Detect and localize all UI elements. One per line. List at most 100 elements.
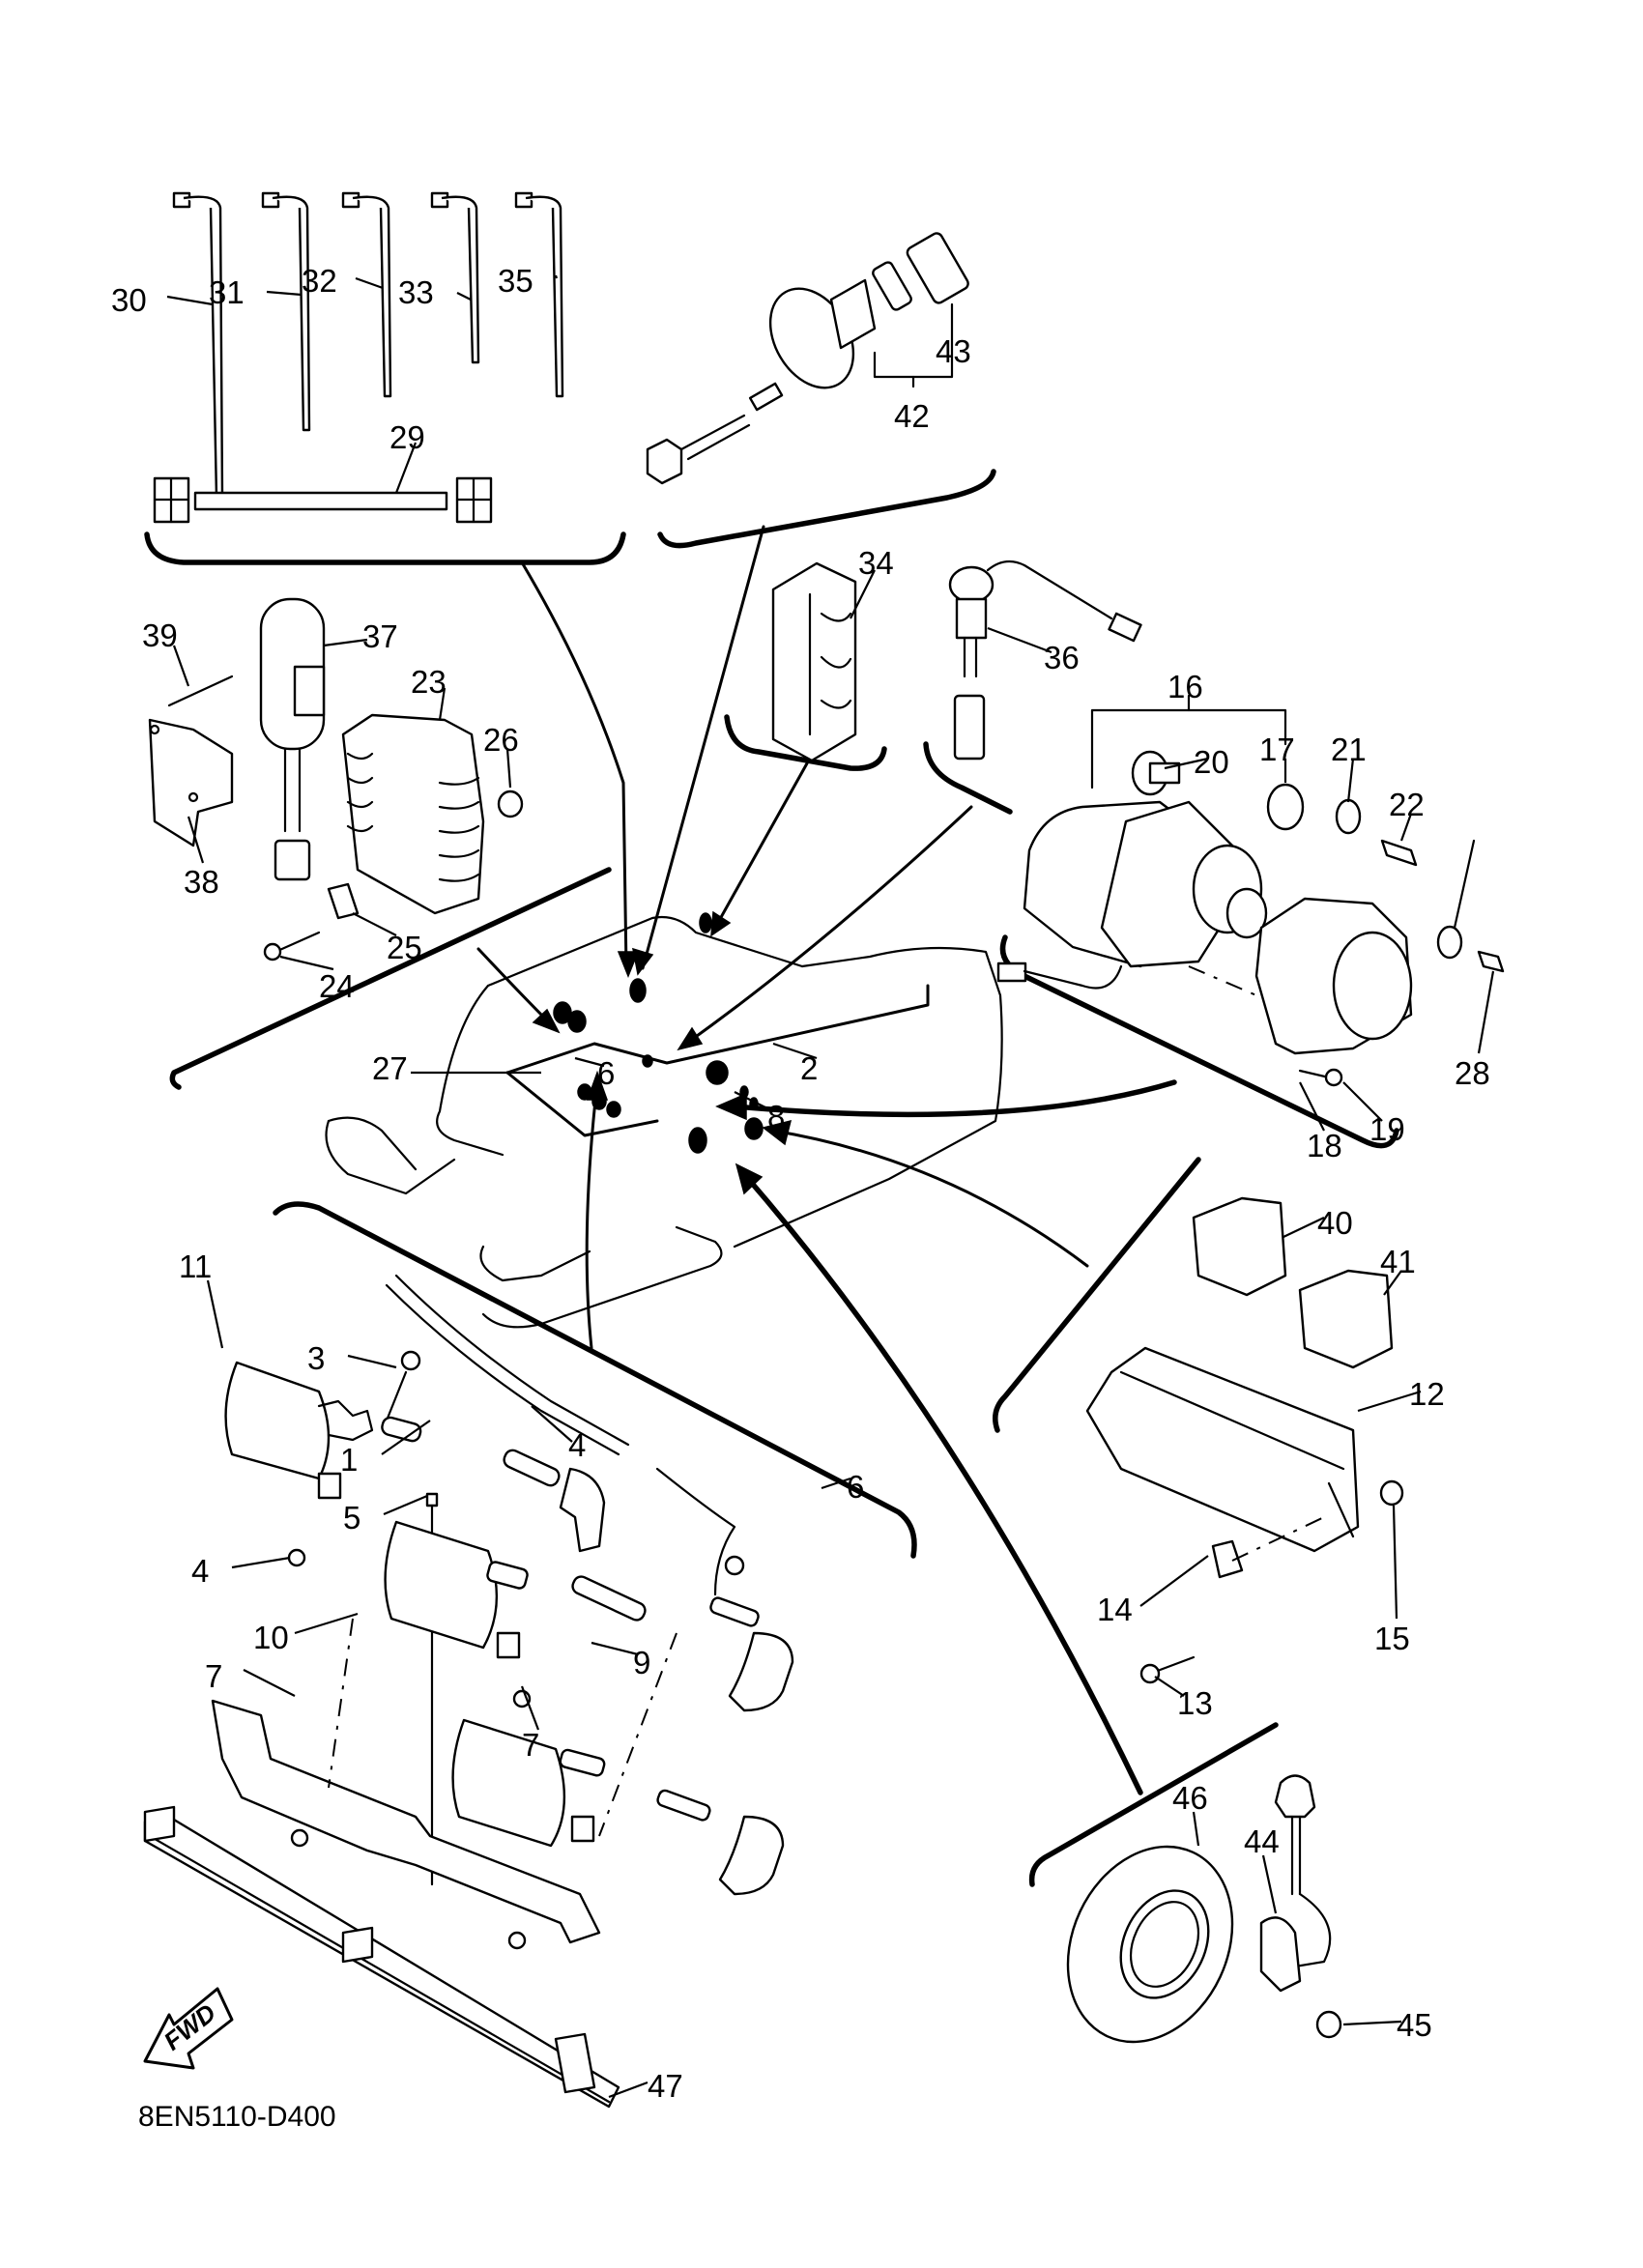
callout-11: 11: [179, 1249, 212, 1284]
callout-37: 37: [362, 618, 398, 654]
callout-22: 22: [1389, 787, 1425, 822]
arrowhead: [617, 951, 640, 979]
callout-leader-45: [1342, 2020, 1402, 2026]
callout-leader-14: [1139, 1555, 1209, 1607]
callout-13: 13: [1177, 1685, 1213, 1721]
callout-9: 9: [633, 1645, 650, 1680]
callout-leader-15: [1392, 1505, 1398, 1620]
callout-44: 44: [1244, 1823, 1280, 1859]
callout-23: 23: [411, 664, 447, 700]
arrow-from-coils: [585, 1080, 599, 1350]
callout-6: 6: [597, 1055, 615, 1091]
callout-26: 26: [483, 722, 519, 758]
callout-43: 43: [936, 333, 971, 369]
bracket-harness-leads: [144, 531, 626, 565]
arrowhead: [677, 1026, 704, 1051]
diagram-code: 8EN5110-D400: [138, 2101, 336, 2133]
group-brackets: [144, 469, 1399, 1887]
harness-leads: [153, 191, 564, 524]
callout-14: 14: [1097, 1592, 1133, 1627]
bracket-ignition-left: [273, 1201, 917, 1559]
callout-leader-47: [608, 2081, 649, 2099]
callout-leader-40: [1283, 1217, 1325, 1238]
callout-32: 32: [302, 263, 337, 299]
callout-leader-7: [243, 1669, 296, 1697]
callout-15: 15: [1374, 1621, 1410, 1656]
callout-39: 39: [142, 617, 178, 653]
callout-leader-13: [1154, 1676, 1185, 1697]
callout-leader-32: [355, 276, 384, 290]
callout-leader-46: [1192, 1811, 1200, 1847]
callout-leader-21: [1346, 758, 1355, 803]
callout-leader-2: [772, 1042, 818, 1060]
callout-leader-38: [187, 816, 205, 864]
harness-connectors-center: [553, 912, 764, 1154]
callout-34: 34: [858, 545, 894, 581]
arrowhead: [735, 1163, 764, 1195]
lead-wire-35: [514, 191, 564, 398]
arrow-from-cdi: [771, 1129, 1089, 1268]
callout-leaders: [166, 274, 1495, 2099]
callout-20: 20: [1194, 744, 1229, 780]
callout-8: 8: [767, 1099, 785, 1134]
callout-6: 6: [847, 1469, 864, 1505]
callout-leader-6: [574, 1056, 605, 1068]
callout-28: 28: [1455, 1055, 1490, 1091]
callout-leader-33: [456, 292, 472, 301]
arrow-from-sensor: [684, 805, 973, 1046]
lead-wire-30: [172, 191, 224, 500]
callout-5: 5: [343, 1500, 360, 1536]
arrow-from-pickup: [741, 1171, 1143, 1795]
arrow-from-relay: [732, 1079, 1177, 1118]
callout-leader-24: [279, 955, 334, 971]
bracket-cdi: [993, 1157, 1201, 1433]
callout-leader-28: [1477, 970, 1495, 1054]
arrow-from-holder: [713, 761, 809, 930]
chassis-outline: [325, 915, 1003, 1329]
callout-38: 38: [184, 864, 219, 900]
callout-7: 7: [522, 1727, 539, 1763]
arrowhead: [715, 1092, 747, 1121]
callout-leader-44: [1261, 1854, 1278, 1914]
callout-leader-6: [821, 1477, 851, 1490]
callout-46: 46: [1172, 1780, 1208, 1816]
callout-21: 21: [1331, 732, 1367, 767]
temperature-sensor: [948, 560, 1142, 761]
bracket-starter-relay: [999, 934, 1399, 1149]
callout-leader-8: [734, 1091, 774, 1112]
callout-3: 3: [307, 1340, 325, 1376]
callout-45: 45: [1397, 2007, 1432, 2043]
arrow-from-regulator: [476, 947, 553, 1026]
callout-35: 35: [498, 263, 533, 299]
arrowhead: [710, 910, 732, 937]
callout-leader-7: [520, 1685, 540, 1731]
callout-29: 29: [389, 419, 425, 455]
callout-1: 1: [340, 1442, 358, 1478]
callout-leader-26: [505, 748, 512, 789]
callout-30: 30: [111, 282, 147, 318]
cdi-unit-group: [1085, 1196, 1404, 1684]
bracket-regulator: [169, 867, 612, 1090]
callout-leader-12: [1357, 1390, 1422, 1413]
bracket-holder: [724, 714, 887, 771]
bracket-pickup: [1028, 1722, 1279, 1887]
pointer-arrows: [476, 525, 1177, 1795]
callout-leader-30: [166, 295, 214, 306]
callout-41: 41: [1380, 1244, 1416, 1279]
main-switch: [646, 232, 969, 485]
callout-leader-25: [352, 912, 397, 936]
callout-47: 47: [648, 2068, 683, 2104]
bracket-main-switch: [657, 469, 996, 549]
callout-leader-39: [172, 645, 190, 687]
bracket-sensor: [923, 741, 1013, 815]
arrow-from-harness: [520, 560, 628, 970]
callout-24: 24: [319, 968, 355, 1004]
callout-leader-4: [231, 1556, 291, 1569]
callout-leader-36: [987, 626, 1052, 654]
callout-18: 18: [1307, 1128, 1342, 1163]
forward-direction-indicator: FWD: [143, 1987, 234, 2070]
callout-leader-23: [438, 687, 447, 721]
arrowhead: [632, 947, 654, 976]
